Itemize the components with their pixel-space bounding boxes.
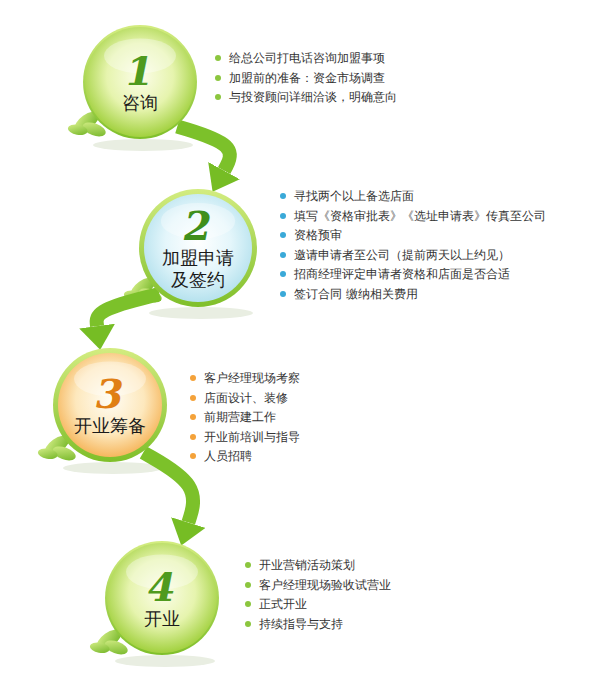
bullet-item: 与投资顾问详细洽谈，明确意向 — [215, 89, 397, 105]
bullet-text: 前期营建工作 — [204, 409, 276, 425]
bullet-item: 邀请申请者至公司（提前两天以上约见） — [280, 247, 510, 263]
bullet-text: 与投资顾问详细洽谈，明确意向 — [229, 89, 397, 105]
circle-ring — [83, 25, 197, 139]
step-number: 4 — [148, 566, 176, 608]
bullet-dot — [245, 601, 251, 607]
bullet-item: 招商经理评定申请者资格和店面是否合适 — [280, 266, 510, 282]
bullet-text: 客户经理现场验收试营业 — [259, 577, 391, 593]
step-label: 咨询 — [100, 92, 180, 114]
bullet-dot — [190, 434, 196, 440]
bullet-item: 开业前培训与指导 — [190, 429, 300, 445]
bullet-item: 客户经理现场考察 — [190, 370, 300, 386]
bullet-text: 持续指导与支持 — [259, 616, 343, 632]
bullet-text: 加盟前的准备：资金市场调查 — [229, 70, 385, 86]
step-label: 加盟申请 及签约 — [158, 247, 238, 291]
bullet-dot — [280, 232, 286, 238]
step-content: 2加盟申请 及签约 — [158, 205, 238, 291]
step-circle: 1咨询 — [82, 24, 198, 140]
bullet-text: 开业前培训与指导 — [204, 429, 300, 445]
bullet-text: 招商经理评定申请者资格和店面是否合适 — [294, 266, 510, 282]
bullet-text: 店面设计、装修 — [204, 390, 288, 406]
flow-arrow — [97, 294, 160, 326]
circle-shadow — [63, 462, 163, 474]
bullet-item: 持续指导与支持 — [245, 616, 343, 632]
bullet-dot — [190, 395, 196, 401]
bullet-dot — [280, 193, 286, 199]
bullet-text: 开业营销活动策划 — [259, 557, 355, 573]
bullet-item: 给总公司打电话咨询加盟事项 — [215, 50, 385, 66]
bullet-item: 店面设计、装修 — [190, 390, 288, 406]
step-content: 4开业 — [122, 566, 202, 630]
bullet-text: 填写《资格审批表》《选址申请表》传真至公司 — [294, 208, 546, 224]
bullet-item: 加盟前的准备：资金市场调查 — [215, 70, 385, 86]
step-label: 开业筹备 — [70, 415, 150, 437]
circle-ring — [53, 348, 167, 462]
bullet-text: 邀请申请者至公司（提前两天以上约见） — [294, 247, 510, 263]
step-label: 开业 — [122, 608, 202, 630]
circle-shadow — [149, 307, 253, 319]
bullet-item: 寻找两个以上备选店面 — [280, 188, 414, 204]
flow-arrow — [143, 453, 193, 523]
bullet-text: 客户经理现场考察 — [204, 370, 300, 386]
circle-shadow — [115, 655, 215, 667]
bullet-text: 正式开业 — [259, 596, 307, 612]
bullet-dot — [215, 94, 221, 100]
bullet-dot — [280, 291, 286, 297]
step-content: 3开业筹备 — [70, 373, 150, 437]
bullet-text: 给总公司打电话咨询加盟事项 — [229, 50, 385, 66]
bullet-text: 寻找两个以上备选店面 — [294, 188, 414, 204]
circle-fill — [58, 353, 162, 457]
bullet-item: 填写《资格审批表》《选址申请表》传真至公司 — [280, 208, 546, 224]
bullet-dot — [280, 213, 286, 219]
step-circle: 3开业筹备 — [52, 347, 168, 463]
bullet-item: 签订合同 缴纳相关费用 — [280, 286, 418, 302]
bullet-text: 资格预审 — [294, 227, 342, 243]
bullet-dot — [190, 375, 196, 381]
step-number: 2 — [184, 205, 212, 247]
bullet-dot — [245, 562, 251, 568]
circle-fill — [144, 194, 252, 302]
bullet-item: 资格预审 — [280, 227, 342, 243]
step-number: 3 — [96, 373, 124, 415]
bullet-dot — [245, 621, 251, 627]
step-circle: 4开业 — [104, 540, 220, 656]
bullet-item: 前期营建工作 — [190, 409, 276, 425]
bullet-item: 客户经理现场验收试营业 — [245, 577, 391, 593]
bullet-item: 正式开业 — [245, 596, 307, 612]
circle-shadow — [93, 139, 193, 151]
bullet-dot — [190, 453, 196, 459]
step-content: 1咨询 — [100, 50, 180, 114]
bullet-item: 开业营销活动策划 — [245, 557, 355, 573]
bullet-dot — [215, 55, 221, 61]
circle-ring — [139, 189, 257, 307]
circle-fill — [107, 543, 217, 653]
bullet-text: 签订合同 缴纳相关费用 — [294, 286, 418, 302]
bullet-dot — [280, 271, 286, 277]
circle-ring — [105, 541, 219, 655]
bullet-dot — [280, 252, 286, 258]
bullet-dot — [215, 75, 221, 81]
flow-arrow — [177, 126, 230, 170]
bullet-text: 人员招聘 — [204, 448, 252, 464]
bullet-dot — [190, 414, 196, 420]
step-number: 1 — [126, 50, 154, 92]
circle-fill — [85, 27, 195, 137]
bullet-item: 人员招聘 — [190, 448, 252, 464]
bullet-dot — [245, 582, 251, 588]
step-circle: 2加盟申请 及签约 — [138, 188, 258, 308]
